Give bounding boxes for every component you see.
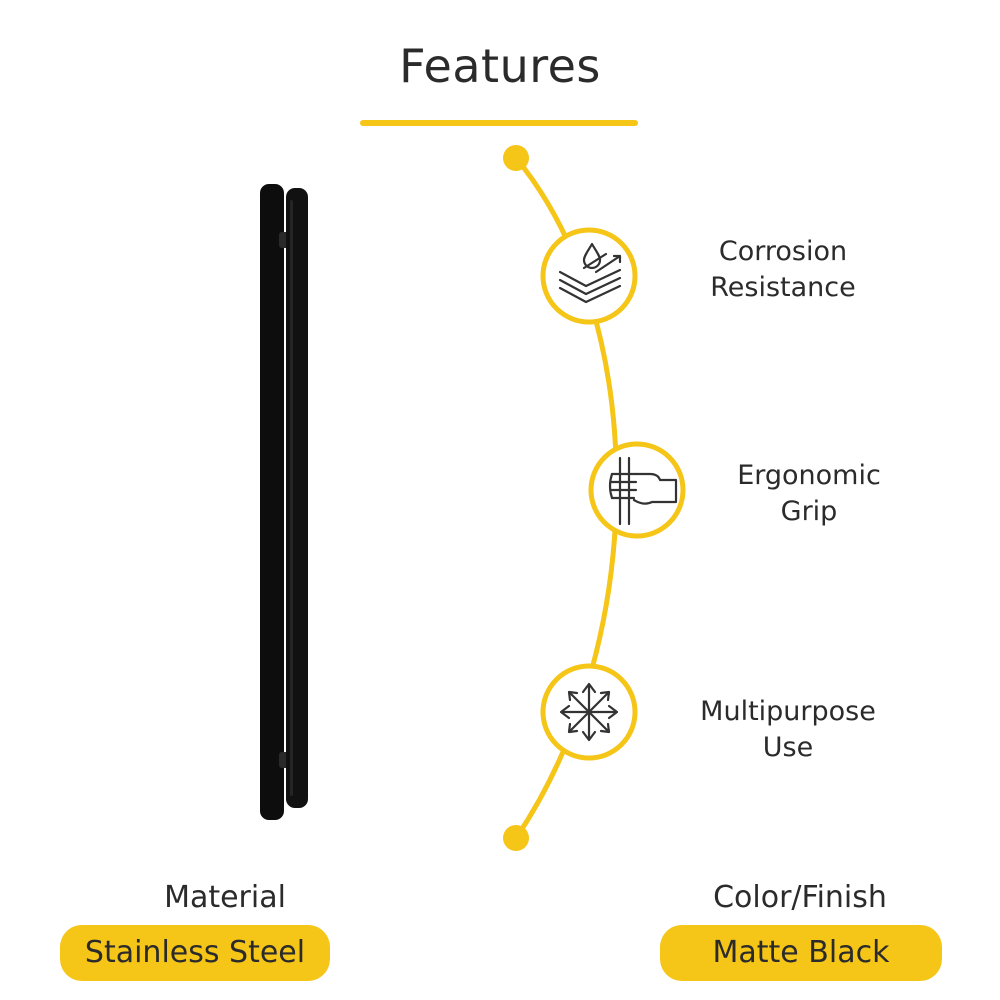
feature-label-line2: Resistance bbox=[710, 272, 856, 303]
timeline-start-dot bbox=[503, 145, 529, 171]
feature-multipurpose-use: Multipurpose Use bbox=[690, 694, 886, 766]
material-value-pill: Stainless Steel bbox=[60, 925, 330, 981]
feature-ergonomic-grip: Ergonomic Grip bbox=[720, 458, 898, 530]
material-label: Material bbox=[164, 880, 286, 915]
corrosion-resistance-icon bbox=[540, 227, 638, 325]
feature-corrosion-resistance: Corrosion Resistance bbox=[690, 234, 876, 306]
page-title-text: Features bbox=[399, 39, 601, 93]
handle-bar-back bbox=[260, 184, 284, 820]
finish-label: Color/Finish bbox=[713, 880, 887, 915]
pull-handle-image bbox=[260, 184, 308, 820]
multidirectional-arrows-icon bbox=[540, 663, 638, 761]
feature-label-line1: Multipurpose bbox=[700, 696, 876, 727]
finish-value-pill: Matte Black bbox=[660, 925, 942, 981]
feature-label-line2: Use bbox=[762, 732, 814, 763]
page-title: Features bbox=[0, 36, 1000, 126]
feature-label-line1: Corrosion bbox=[718, 236, 848, 267]
feature-label-line2: Grip bbox=[780, 496, 838, 527]
timeline-end-dot bbox=[503, 825, 529, 851]
title-underline bbox=[360, 120, 638, 126]
handle-highlight bbox=[290, 200, 293, 796]
handle-bar-front bbox=[286, 188, 308, 808]
feature-label-line1: Ergonomic bbox=[737, 460, 881, 491]
hand-grip-icon bbox=[588, 441, 686, 539]
